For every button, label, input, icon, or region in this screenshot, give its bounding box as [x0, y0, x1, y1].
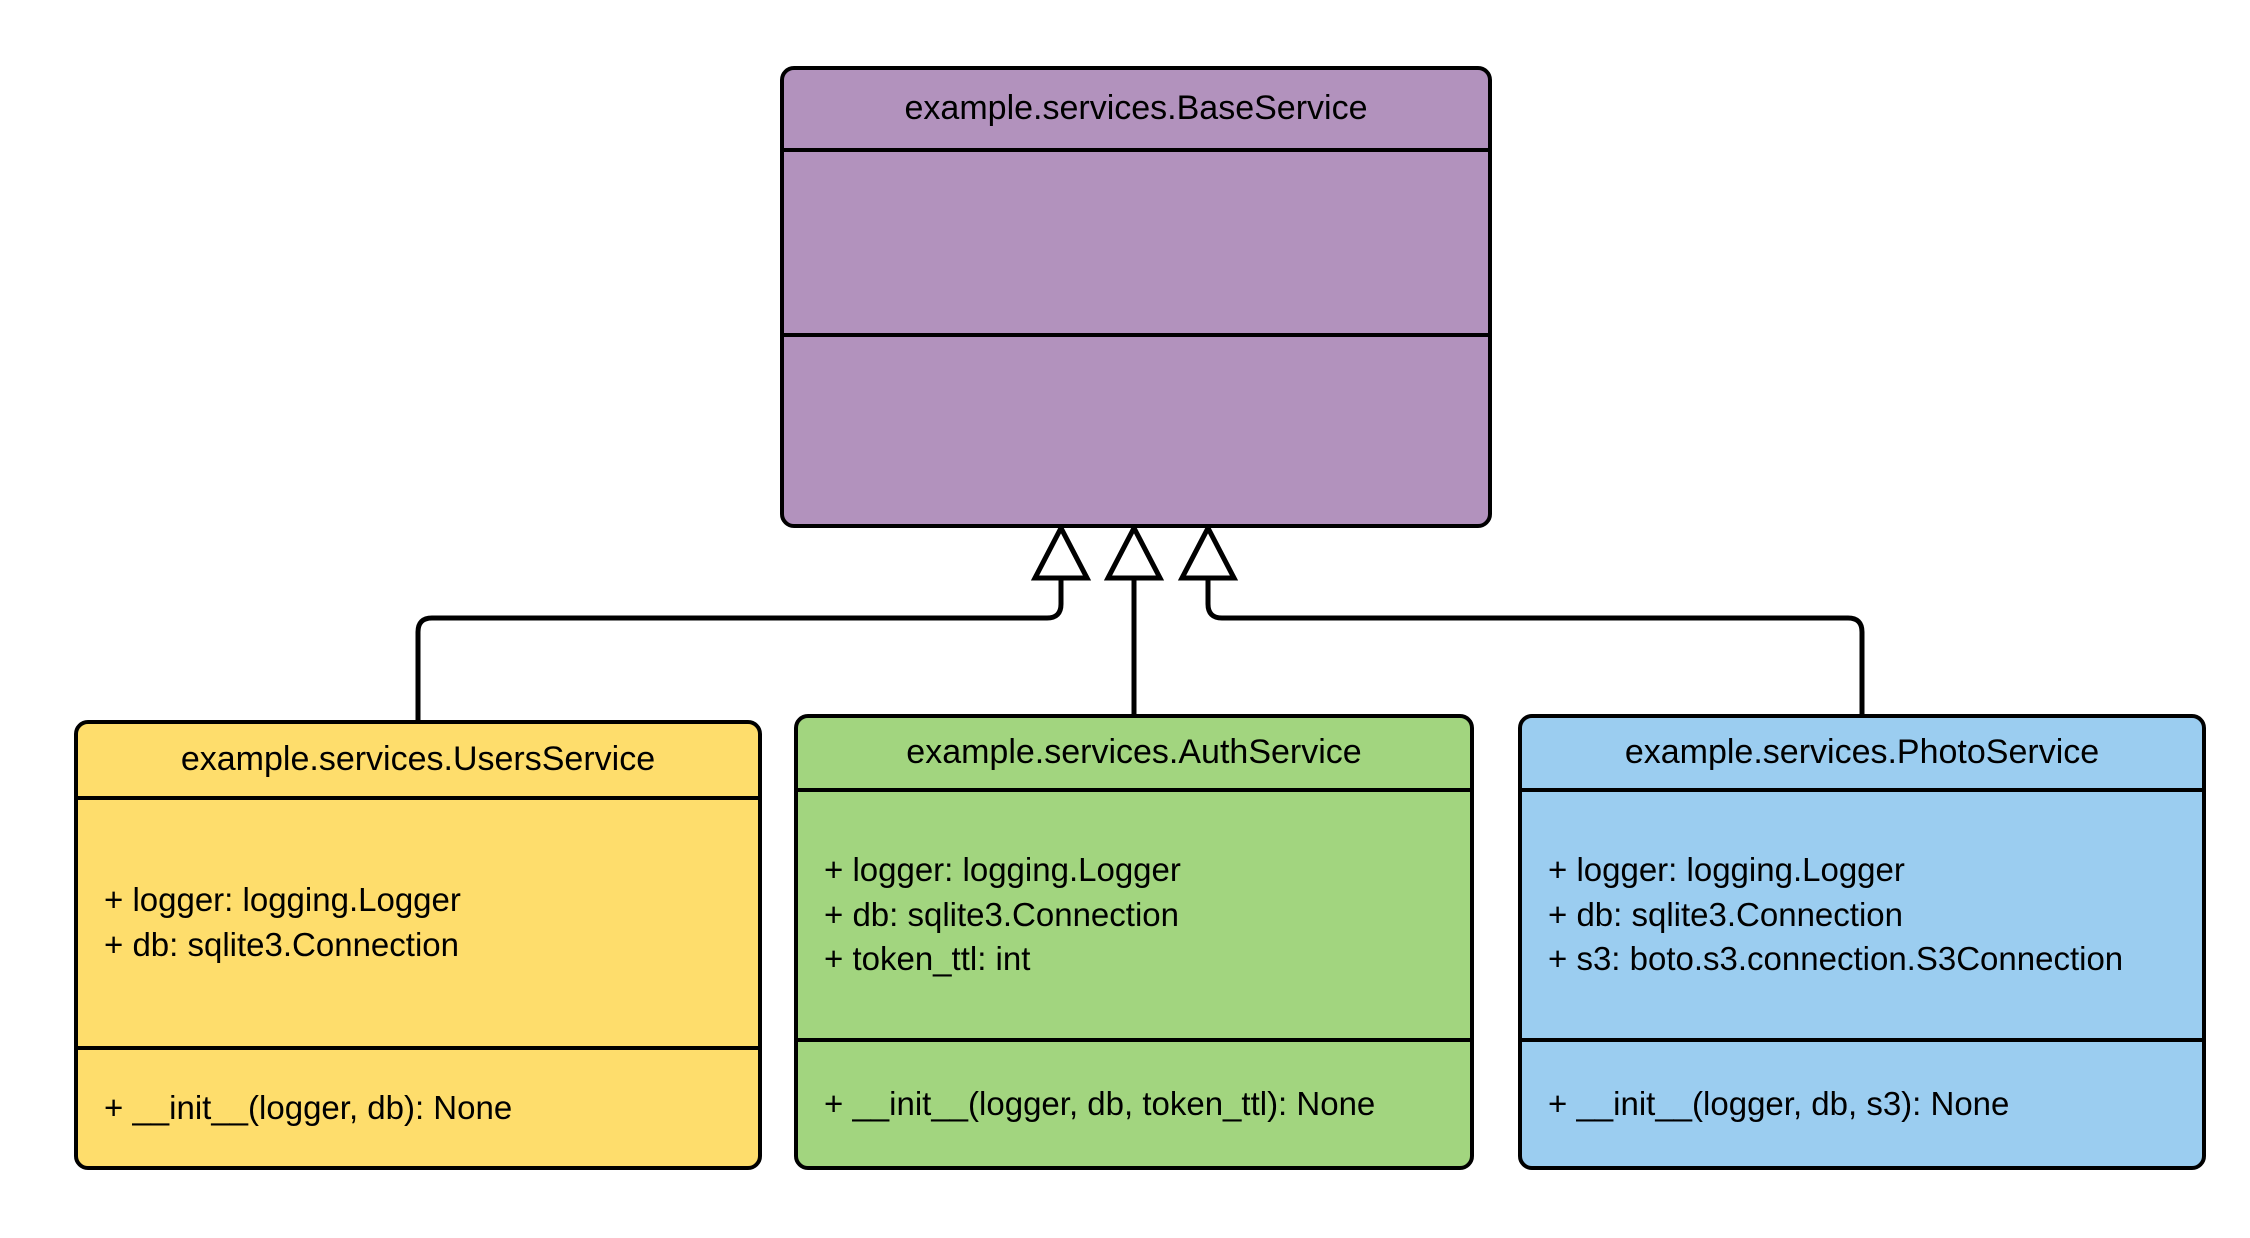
class-attributes-compartment: + logger: logging.Logger + db: sqlite3.C…: [1522, 788, 2202, 1038]
method-row: + __init__(logger, db, s3): None: [1548, 1084, 2010, 1122]
attribute-row: + s3: boto.s3.connection.S3Connection: [1548, 940, 2124, 978]
inheritance-arrowhead-auth: [1103, 522, 1165, 581]
class-node-users-service[interactable]: example.services.UsersService + logger: …: [74, 720, 762, 1170]
attribute-row: + logger: logging.Logger: [824, 851, 1181, 889]
attribute-row: + token_ttl: int: [824, 940, 1031, 978]
class-title-compartment: example.services.UsersService: [78, 724, 758, 796]
class-methods-compartment: + __init__(logger, db, s3): None: [1522, 1038, 2202, 1166]
class-attributes-compartment: [784, 148, 1488, 333]
method-row: + __init__(logger, db): None: [104, 1088, 513, 1126]
class-title-compartment: example.services.PhotoService: [1522, 718, 2202, 788]
class-name-label: example.services.AuthService: [906, 733, 1362, 772]
attribute-row: + logger: logging.Logger: [1548, 851, 1905, 889]
class-node-photo-service[interactable]: example.services.PhotoService + logger: …: [1518, 714, 2206, 1170]
class-attributes-compartment: + logger: logging.Logger + db: sqlite3.C…: [78, 796, 758, 1046]
edge-photo-to-base: [1205, 575, 1865, 717]
class-methods-compartment: + __init__(logger, db, token_ttl): None: [798, 1038, 1470, 1166]
class-title-compartment: example.services.AuthService: [798, 718, 1470, 788]
edge-users-to-base: [415, 575, 1064, 723]
attribute-row: + db: sqlite3.Connection: [1548, 895, 1903, 933]
class-node-base-service[interactable]: example.services.BaseService: [780, 66, 1492, 528]
attribute-row: + logger: logging.Logger: [104, 881, 461, 919]
inheritance-arrowhead-photo: [1177, 522, 1239, 581]
inheritance-arrowhead-users: [1030, 522, 1092, 581]
attribute-row: + db: sqlite3.Connection: [824, 895, 1179, 933]
class-methods-compartment: + __init__(logger, db): None: [78, 1046, 758, 1166]
method-row: + __init__(logger, db, token_ttl): None: [824, 1084, 1376, 1122]
class-name-label: example.services.BaseService: [904, 89, 1368, 128]
class-methods-compartment: [784, 333, 1488, 524]
attribute-row: + db: sqlite3.Connection: [104, 926, 459, 963]
class-node-auth-service[interactable]: example.services.AuthService + logger: l…: [794, 714, 1474, 1170]
class-title-compartment: example.services.BaseService: [784, 70, 1488, 148]
class-name-label: example.services.UsersService: [180, 740, 656, 779]
class-attributes-compartment: + logger: logging.Logger + db: sqlite3.C…: [798, 788, 1470, 1038]
class-name-label: example.services.PhotoService: [1624, 733, 2100, 772]
